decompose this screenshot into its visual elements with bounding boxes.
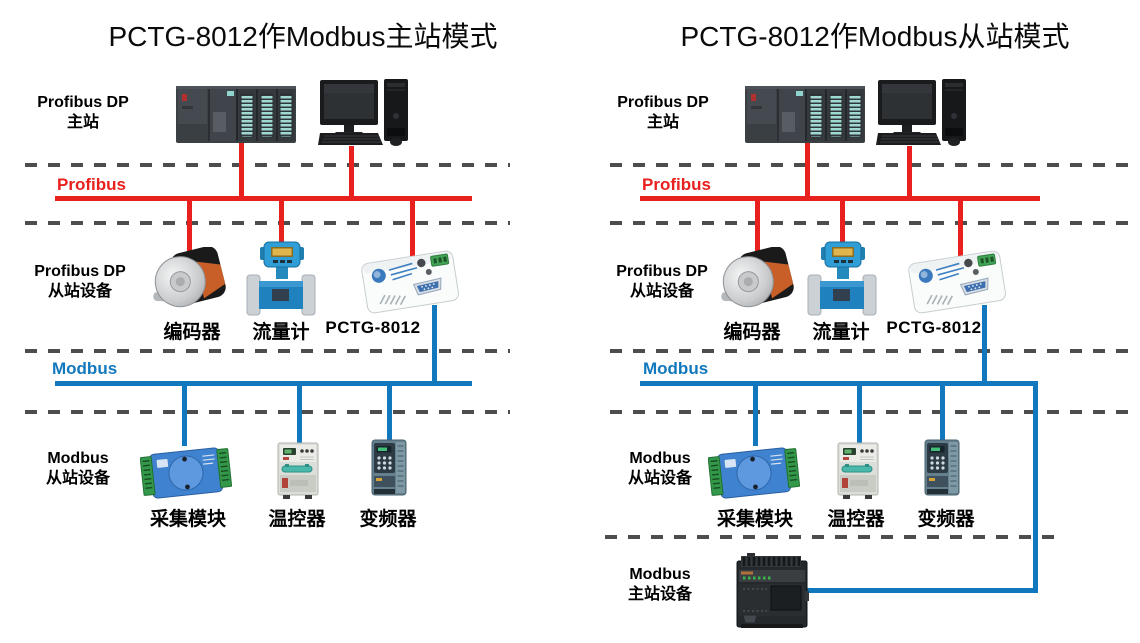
modbus-bus-line (640, 381, 1038, 386)
separator-dashed-line (25, 221, 510, 225)
modbus-master-label: Modbus 主站设备 (605, 565, 715, 605)
computer-drop-line (349, 146, 354, 196)
vfd-drop-line (940, 386, 945, 440)
gateway-modbus-drop-line (432, 305, 437, 381)
gateway-profibus-drop-line (410, 201, 415, 257)
plc-rack-image (175, 85, 297, 144)
encoder-drop-line (755, 201, 760, 252)
profibus-master-label: Profibus DP 主站 (608, 93, 718, 133)
profibus-master-label-line2: 主站 (646, 114, 679, 131)
vfd-label: 变频器 (917, 509, 975, 530)
compact-plc-image (735, 553, 810, 629)
daq-module-image (708, 445, 800, 501)
daq-module-label: 采集模块 (149, 509, 226, 530)
profibus-bus-label: Profibus (642, 175, 711, 194)
page-title: PCTG-8012作Modbus主站模式 (108, 21, 498, 52)
modbus-bus-line (55, 381, 472, 386)
separator-dashed-line (25, 349, 510, 353)
flow-meter-label: 流量计 (252, 322, 310, 343)
modbus-slaves-label-line2: 从站设备 (627, 470, 692, 487)
flow-meter-drop-line (840, 201, 845, 247)
computer-drop-line (907, 146, 912, 196)
gateway-modbus-drop-line (982, 305, 987, 381)
temp-controller-label: 温控器 (827, 509, 885, 530)
profibus-master-label-line2: 主站 (66, 114, 99, 131)
modbus-bus-label: Modbus (643, 359, 709, 378)
gateway-label: PCTG-8012 (886, 318, 982, 337)
profibus-bus-line (640, 196, 1040, 201)
modbus-slaves-label: Modbus 从站设备 (23, 449, 133, 489)
vfd-image (371, 439, 407, 496)
vfd-image (924, 439, 960, 496)
flow-meter-drop-line (279, 201, 284, 247)
profibus-slaves-label-line2: 从站设备 (47, 283, 112, 300)
profibus-master-label-line1: Profibus DP (617, 94, 709, 111)
flow-meter-image (807, 241, 877, 316)
flow-meter-label: 流量计 (812, 322, 870, 343)
gateway-image (360, 249, 461, 315)
encoder-image (153, 247, 229, 311)
temp-controller-label: 温控器 (268, 509, 326, 530)
profibus-slaves-label-line1: Profibus DP (616, 263, 708, 280)
separator-dashed-line (610, 349, 1137, 353)
temp-controller-image (277, 442, 319, 500)
temp-controller-image (837, 442, 879, 500)
gateway-profibus-drop-line (958, 201, 963, 257)
profibus-bus-line (55, 196, 472, 201)
profibus-slaves-label-line1: Profibus DP (34, 263, 126, 280)
daq-module-label: 采集模块 (716, 509, 793, 530)
modbus-master-riser-line (1033, 381, 1038, 593)
modbus-master-label-line1: Modbus (629, 566, 691, 583)
temp-controller-drop-line (857, 386, 862, 444)
modbus-bus-label: Modbus (52, 359, 118, 378)
computer-image (318, 78, 409, 147)
encoder-label: 编码器 (723, 322, 781, 343)
flow-meter-image (246, 241, 316, 316)
separator-dashed-line (25, 410, 510, 414)
modbus-master-label-line2: 主站设备 (627, 586, 692, 603)
separator-dashed-line (610, 163, 1137, 167)
separator-dashed-line (605, 535, 1060, 539)
daq-module-image (140, 445, 232, 501)
profibus-slaves-label: Profibus DP 从站设备 (607, 262, 717, 302)
profibus-bus-label: Profibus (57, 175, 126, 194)
gateway-image (907, 249, 1008, 315)
encoder-image (721, 247, 797, 311)
encoder-label: 编码器 (163, 322, 221, 343)
profibus-master-label: Profibus DP 主站 (28, 93, 138, 133)
modbus-slaves-label-line2: 从站设备 (45, 470, 110, 487)
daq-module-drop-line (753, 386, 758, 446)
vfd-label: 变频器 (359, 509, 417, 530)
separator-dashed-line (610, 221, 1137, 225)
profibus-master-label-line1: Profibus DP (37, 94, 129, 111)
profibus-slaves-label: Profibus DP 从站设备 (25, 262, 135, 302)
temp-controller-drop-line (297, 386, 302, 444)
modbus-slaves-label-line1: Modbus (629, 450, 691, 467)
separator-dashed-line (610, 410, 1137, 414)
daq-module-drop-line (182, 386, 187, 446)
separator-dashed-line (25, 163, 510, 167)
profibus-slaves-label-line2: 从站设备 (629, 283, 694, 300)
page-title: PCTG-8012作Modbus从站模式 (680, 21, 1070, 52)
encoder-drop-line (187, 201, 192, 252)
vfd-drop-line (387, 386, 392, 440)
plc-rack-image (744, 85, 866, 144)
modbus-slaves-label-line1: Modbus (47, 450, 109, 467)
plc-drop-line (239, 143, 244, 196)
plc-drop-line (805, 143, 810, 196)
computer-image (876, 78, 967, 147)
modbus-master-horizontal-line (806, 588, 1038, 593)
gateway-label: PCTG-8012 (325, 318, 421, 337)
modbus-slaves-label: Modbus 从站设备 (605, 449, 715, 489)
